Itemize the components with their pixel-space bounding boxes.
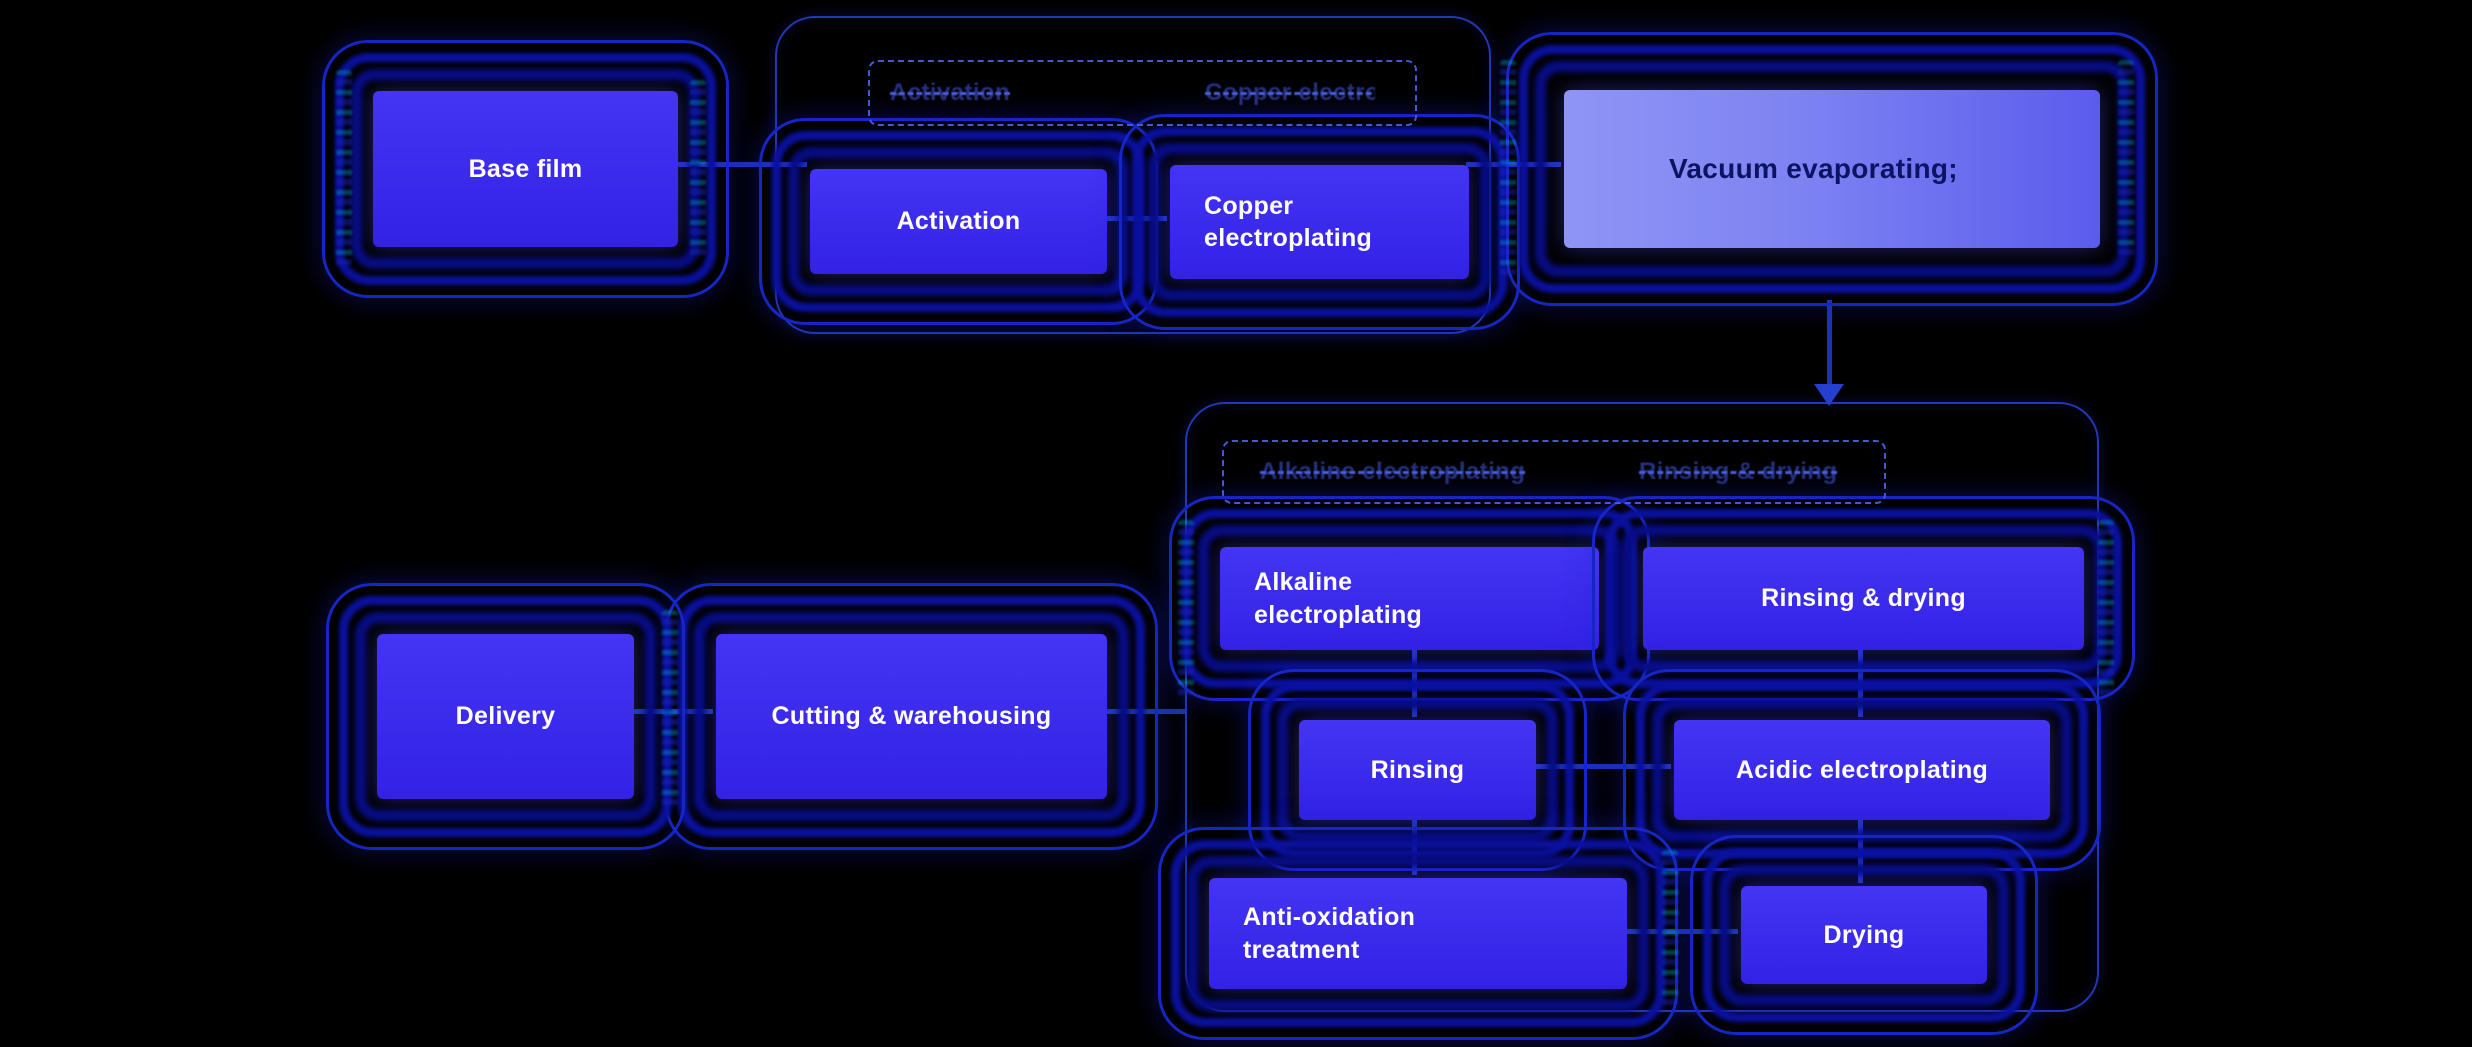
ghost-label: Alkaline electroplating bbox=[1260, 458, 1526, 485]
glitch-artifact bbox=[1178, 520, 1194, 700]
node-label: Cutting & warehousing bbox=[771, 702, 1052, 731]
connector-antioxidation-drying bbox=[1624, 929, 1738, 934]
ghost-label: Activation bbox=[890, 79, 1011, 106]
node-label: Vacuum evaporating; bbox=[1669, 152, 1958, 184]
node-label: Base film bbox=[468, 154, 583, 183]
ghost-label: Rinsing & drying bbox=[1639, 458, 1838, 485]
node-rinsing-drying-box: Rinsing & drying bbox=[1643, 547, 2084, 650]
node-drying-box: Drying bbox=[1741, 886, 1987, 984]
node-label: Rinsing bbox=[1370, 755, 1465, 784]
node-base-film: Base film bbox=[322, 40, 729, 298]
node-acidic-electroplating-box: Acidic electroplating bbox=[1674, 720, 2050, 820]
node-label: Anti-oxidation treatment bbox=[1243, 903, 1416, 964]
node-alkaline-electroplating-box: Alkaline electroplating bbox=[1220, 547, 1599, 650]
glitch-artifact bbox=[662, 610, 678, 810]
arrowhead-down-icon bbox=[1814, 384, 1844, 406]
node-copper-electroplating: Copper electroplating bbox=[1119, 114, 1520, 330]
node-label: Delivery bbox=[455, 702, 556, 731]
glitch-artifact bbox=[1662, 850, 1678, 1010]
node-activation-box: Activation bbox=[810, 169, 1107, 274]
node-label: Acidic electroplating bbox=[1735, 755, 1989, 784]
node-activation: Activation bbox=[759, 118, 1158, 325]
node-label: Rinsing & drying bbox=[1761, 584, 1966, 613]
glitch-artifact bbox=[2098, 520, 2114, 700]
ghost-label-box-bottom: Alkaline electroplating Rinsing & drying bbox=[1222, 440, 1886, 504]
node-cutting-warehousing-box: Cutting & warehousing bbox=[716, 634, 1107, 799]
node-delivery: Delivery bbox=[326, 583, 685, 850]
glitch-artifact bbox=[336, 70, 352, 270]
ghost-label: Copper electroplating bbox=[1205, 79, 1375, 106]
ghost-label-box-top: Activation Copper electroplating bbox=[868, 60, 1417, 126]
node-rinsing-box: Rinsing bbox=[1299, 720, 1536, 820]
node-label: Drying bbox=[1823, 920, 1905, 949]
glitch-artifact bbox=[2118, 60, 2134, 260]
node-delivery-box: Delivery bbox=[377, 634, 634, 799]
node-drying: Drying bbox=[1690, 835, 2038, 1035]
node-label: Activation bbox=[896, 207, 1021, 236]
glitch-artifact bbox=[690, 80, 706, 260]
node-base-film-box: Base film bbox=[373, 91, 678, 247]
connector-rinsing-acidic bbox=[1533, 764, 1671, 769]
connector-vacuum-down bbox=[1827, 300, 1832, 388]
node-anti-oxidation-treatment-box: Anti-oxidation treatment bbox=[1209, 878, 1627, 989]
node-copper-electroplating-box: Copper electroplating bbox=[1170, 165, 1469, 279]
node-label: Copper electroplating bbox=[1204, 191, 1373, 253]
connector-basefilm-activation bbox=[675, 162, 807, 167]
glitch-artifact bbox=[1500, 60, 1516, 280]
node-vacuum-evaporating: Vacuum evaporating; bbox=[1506, 32, 2158, 306]
node-anti-oxidation-treatment: Anti-oxidation treatment bbox=[1158, 827, 1678, 1040]
node-alkaline-electroplating: Alkaline electroplating bbox=[1169, 496, 1650, 701]
node-cutting-warehousing: Cutting & warehousing bbox=[665, 583, 1158, 850]
node-vacuum-evaporating-box: Vacuum evaporating; bbox=[1564, 90, 2100, 248]
node-label: Alkaline electroplating bbox=[1254, 568, 1423, 629]
